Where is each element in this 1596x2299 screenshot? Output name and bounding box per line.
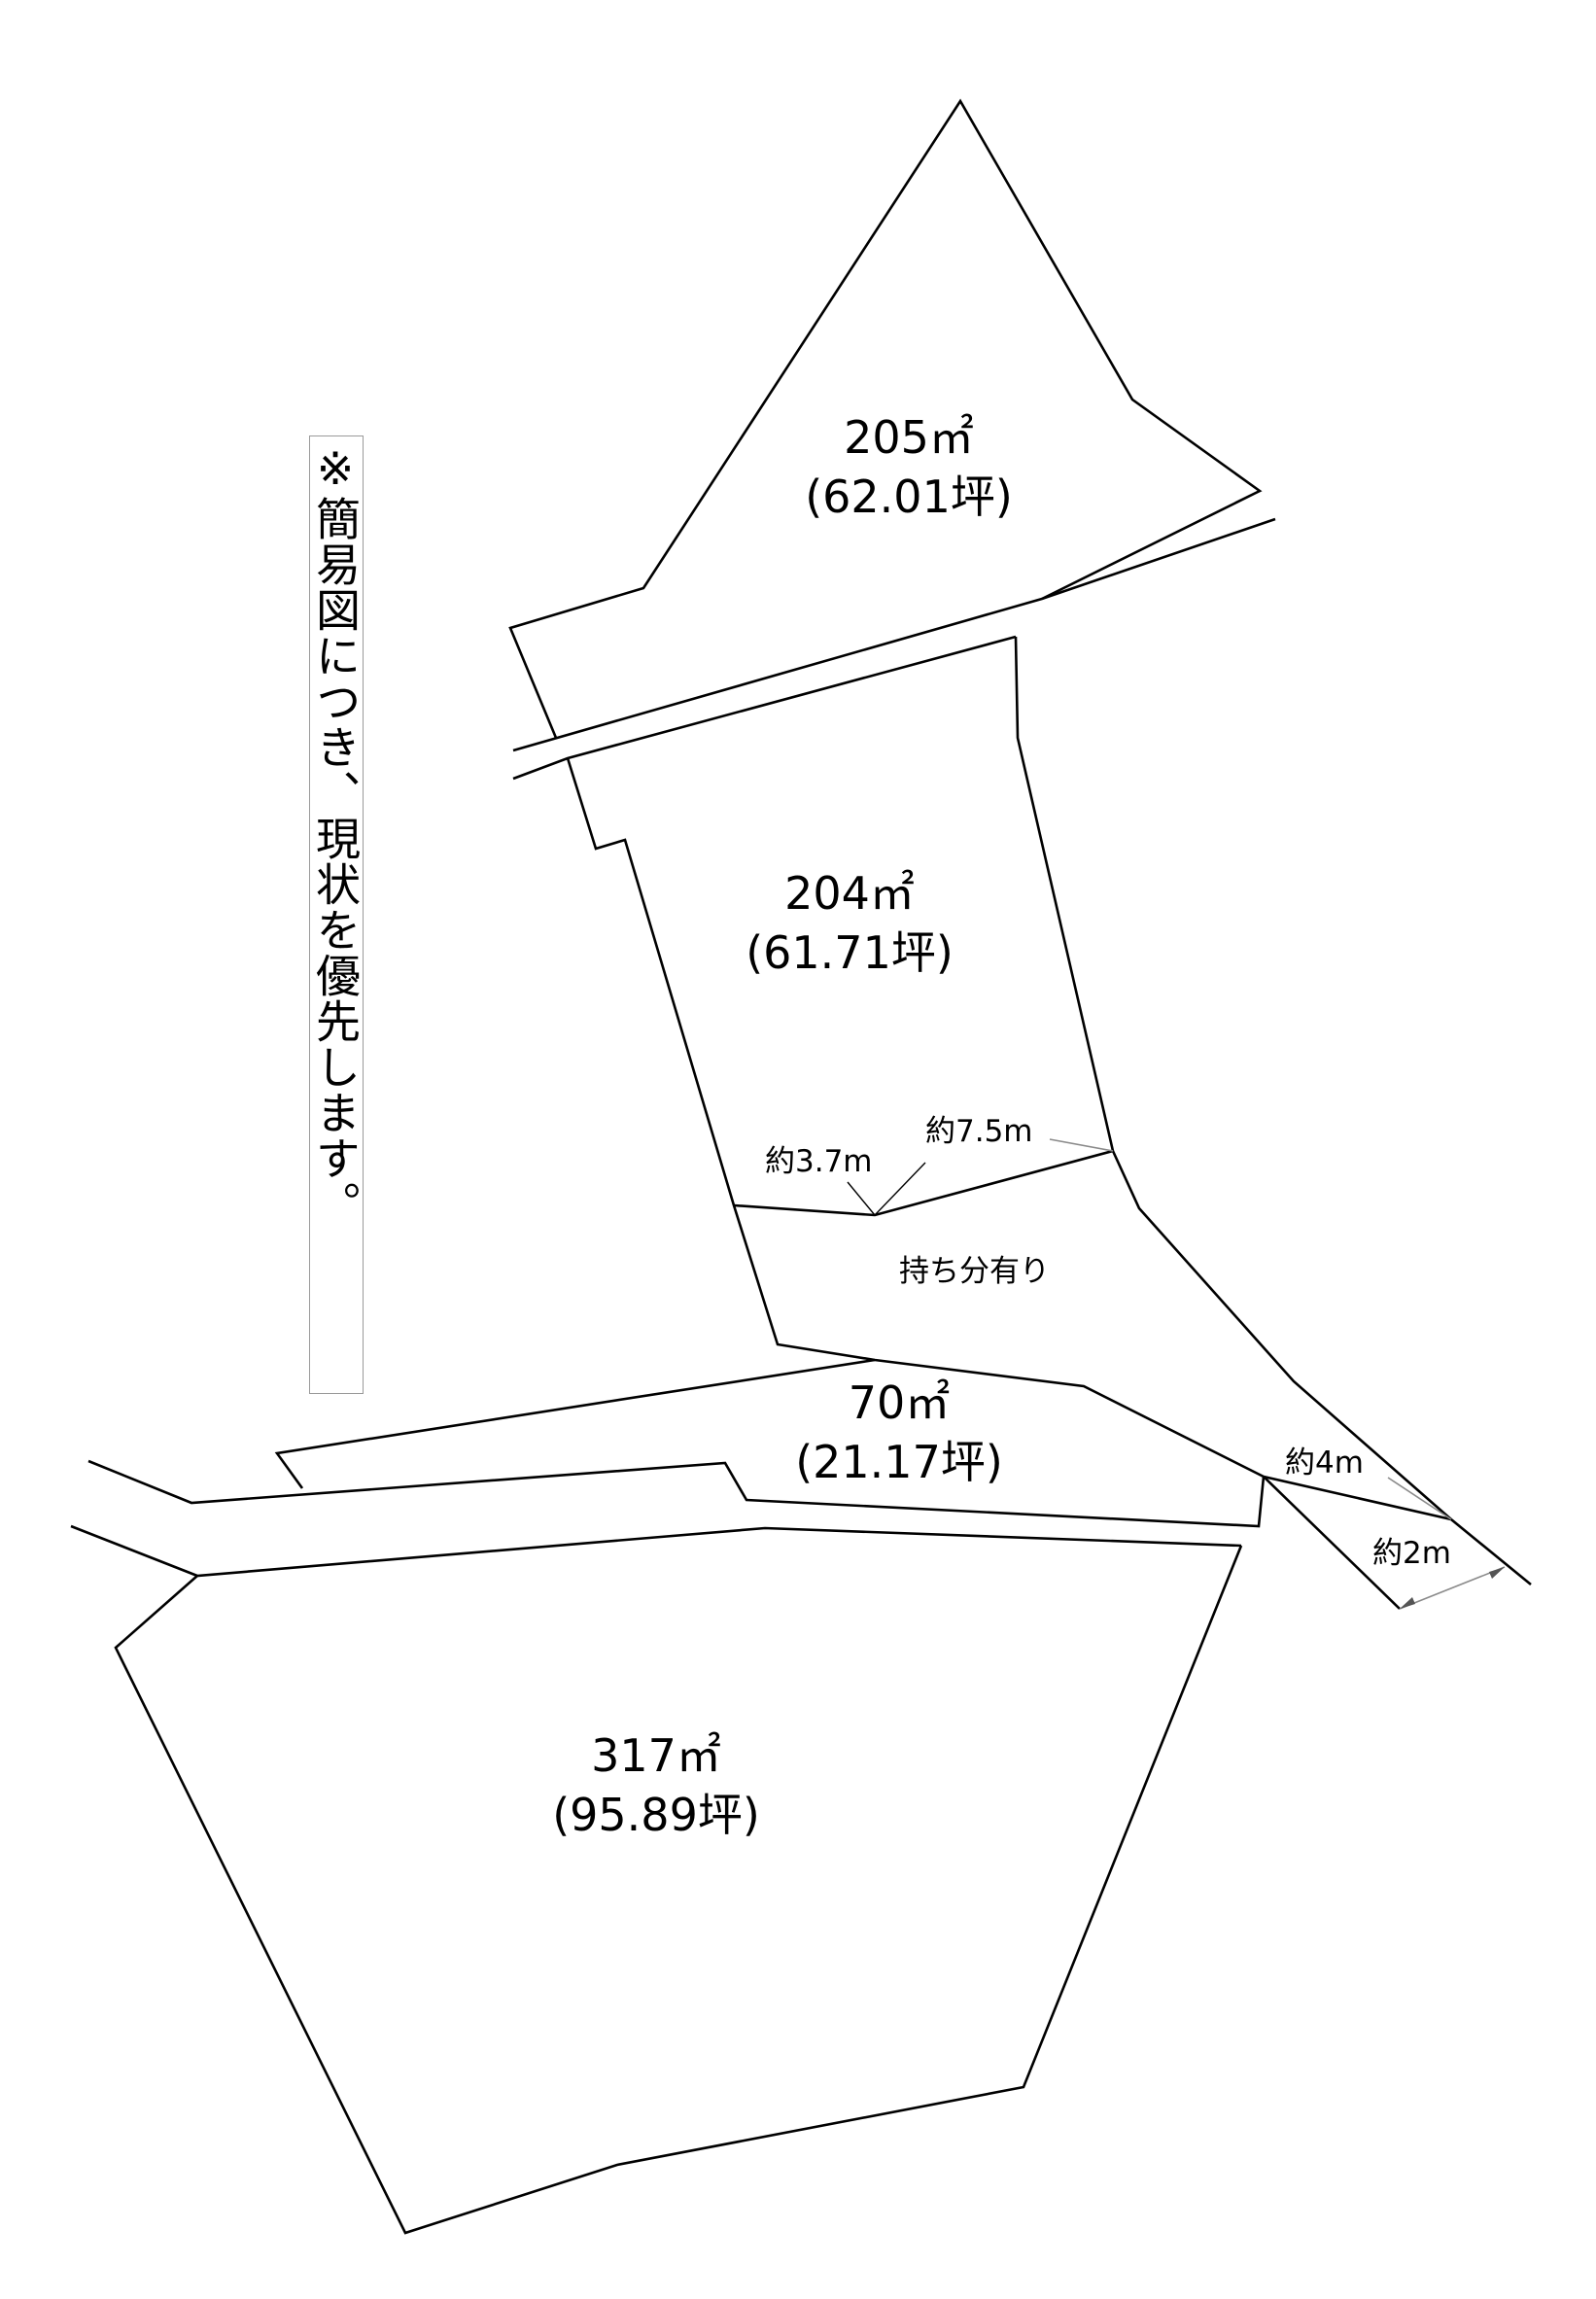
lower-road-edge bbox=[70, 1524, 1242, 1578]
upper-road-edge-top bbox=[512, 517, 1276, 752]
east-tip-line-2m bbox=[1263, 1476, 1401, 1610]
dim-75-pointer bbox=[1049, 1138, 1114, 1152]
disclaimer-note-box: ※簡易図につき、現状を優先します。 bbox=[309, 435, 364, 1394]
parcel-317-boundary bbox=[114, 1545, 1243, 2235]
parcel-204-tsubo: (61.71坪) bbox=[746, 926, 954, 979]
parcel-205-boundary bbox=[508, 98, 1263, 739]
dim-2-label: 約2m bbox=[1372, 1536, 1451, 1571]
east-tip-line-4m bbox=[1263, 1475, 1452, 1521]
parcel-70-tsubo: (21.17坪) bbox=[795, 1436, 1003, 1488]
dim-2-arrow bbox=[1399, 1566, 1506, 1610]
dim-4-label: 約4m bbox=[1285, 1446, 1364, 1480]
parcel-204-east-boundary bbox=[1014, 636, 1532, 1586]
dim-75-label: 約7.5m bbox=[925, 1114, 1033, 1149]
disclaimer-note: ※簡易図につき、現状を優先します。 bbox=[309, 442, 362, 1227]
parcel-205-area: 205㎡ bbox=[844, 411, 974, 464]
parcel-70-area: 70㎡ bbox=[849, 1376, 951, 1429]
shared-portion-label: 持ち分有り bbox=[899, 1254, 1050, 1289]
parcel-70-lower-boundary bbox=[87, 1459, 1266, 1528]
dim-75-leader bbox=[874, 1162, 926, 1216]
dim-2-arrowhead-end bbox=[1489, 1567, 1505, 1579]
parcel-205-tsubo: (62.01坪) bbox=[805, 470, 1013, 523]
parcel-317-area: 317㎡ bbox=[591, 1729, 721, 1782]
parcel-204-area: 204㎡ bbox=[784, 867, 915, 920]
dim-37-leader bbox=[847, 1181, 876, 1216]
dim-37-label: 約3.7m bbox=[765, 1144, 873, 1179]
parcel-70-boundary bbox=[274, 1358, 876, 1489]
dim-2-arrowhead-start bbox=[1400, 1597, 1415, 1609]
parcel-204-boundary bbox=[566, 757, 1265, 1479]
parcel-317-tsubo: (95.89坪) bbox=[552, 1789, 760, 1841]
dim-4-pointer bbox=[1387, 1477, 1452, 1520]
upper-road-edge-bottom bbox=[512, 635, 1017, 781]
